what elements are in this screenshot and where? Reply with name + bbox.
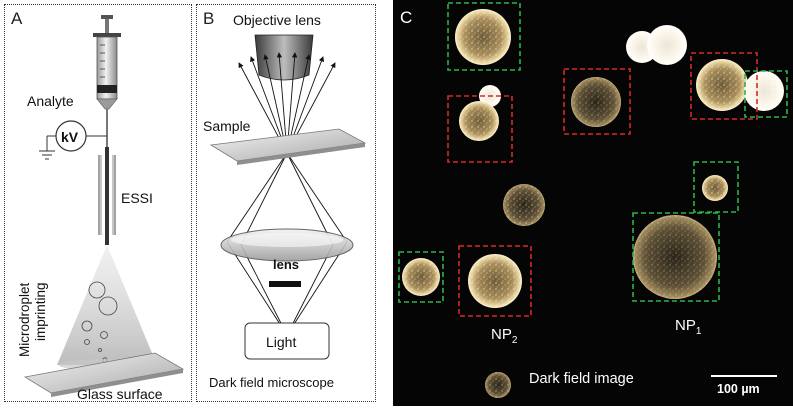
panel-a-drawing: A Analyte kV xyxy=(11,9,185,402)
droplet-center xyxy=(503,184,545,226)
glass-surface-label: Glass surface xyxy=(77,386,163,402)
droplet-np2-b xyxy=(571,77,621,127)
red-box xyxy=(458,245,532,317)
imprint-label-line1: Microdroplet xyxy=(17,282,32,357)
red-box xyxy=(690,52,758,120)
dark-field-image-caption: Dark field image xyxy=(529,371,634,387)
panel-b-drawing: B Objective lens Sample xyxy=(203,9,367,390)
droplets-field xyxy=(402,9,784,398)
light-rays xyxy=(226,52,348,336)
voltage-label: kV xyxy=(61,129,79,145)
sample-label: Sample xyxy=(203,118,251,134)
dark-field-microscope-caption: Dark field microscope xyxy=(209,375,334,390)
scale-bar-label: 100 µm xyxy=(717,382,760,396)
green-box xyxy=(632,212,720,302)
essi-emitter-icon xyxy=(98,147,116,245)
droplet-np1-d xyxy=(402,258,440,296)
lens-label: lens xyxy=(273,257,299,272)
light-label: Light xyxy=(266,334,296,350)
red-box xyxy=(563,68,631,135)
objective-lens-icon xyxy=(254,34,314,81)
objective-lens-label: Objective lens xyxy=(233,12,321,28)
droplet-np2-d xyxy=(468,254,522,308)
ground-icon xyxy=(39,150,55,160)
droplet-np1-c xyxy=(702,175,728,201)
red-box xyxy=(447,95,513,163)
panel-c-letter: C xyxy=(400,8,412,27)
panel-a-letter: A xyxy=(11,9,23,28)
scale-bar: 100 µm xyxy=(711,375,777,396)
droplet-np1-large xyxy=(633,215,717,299)
light-source-box xyxy=(244,322,330,360)
panel-b-dark-field-microscope: B Objective lens Sample xyxy=(196,4,376,402)
panel-b-letter: B xyxy=(203,9,214,28)
droplet-np2-c xyxy=(696,59,748,111)
green-box xyxy=(447,2,521,71)
essi-label: ESSI xyxy=(121,190,153,206)
droplet-bright-pair xyxy=(626,25,687,65)
droplet-np1-a xyxy=(455,9,511,65)
panel-c-drawing: C xyxy=(393,0,793,406)
green-box xyxy=(693,161,739,213)
analyte-label: Analyte xyxy=(27,93,74,109)
droplet-np2-a xyxy=(459,101,499,141)
green-box xyxy=(744,70,788,118)
spray-cone xyxy=(57,245,157,365)
imprint-label-line2: imprinting xyxy=(33,282,48,341)
np1-label: NP1 xyxy=(675,317,702,337)
annular-stop-icon xyxy=(269,281,301,287)
np2-label: NP2 xyxy=(491,326,518,346)
panel-a-essi-setup: A Analyte kV xyxy=(4,4,192,402)
droplet-bottom xyxy=(485,372,511,398)
syringe-icon xyxy=(93,15,121,147)
droplet-np1-b xyxy=(744,71,784,111)
annotation-boxes xyxy=(398,2,788,317)
green-box xyxy=(398,251,444,303)
panel-c-dark-field-image: C xyxy=(393,0,793,406)
